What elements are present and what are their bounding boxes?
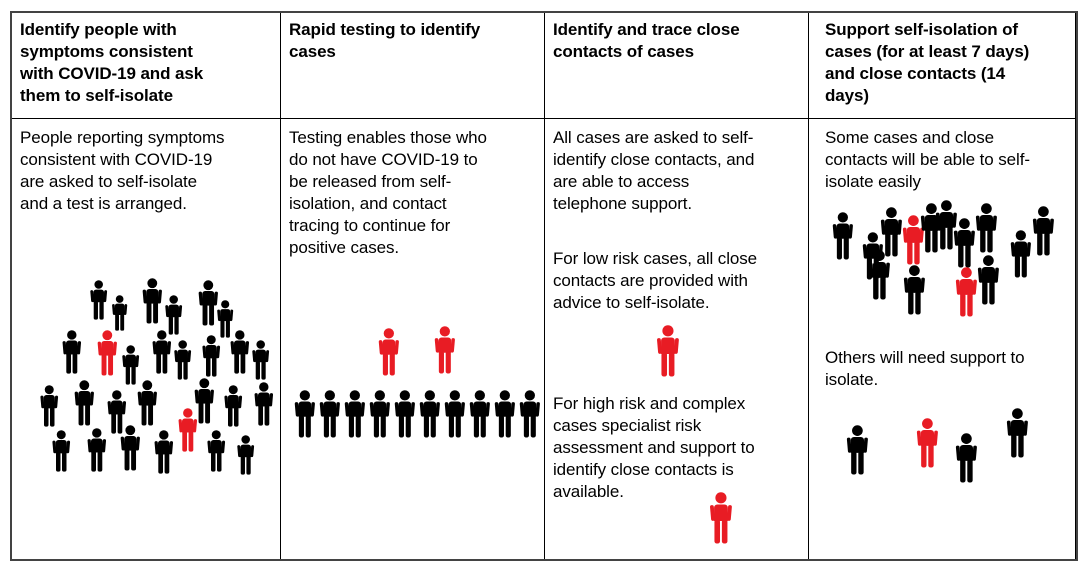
person-red-icon [900, 215, 927, 265]
person-black-icon [200, 335, 223, 377]
person-black-icon [442, 390, 468, 438]
trace-contacts-text-1: All cases are asked to self- identify cl… [553, 128, 755, 213]
person-black-icon [367, 390, 393, 438]
person-black-icon [933, 200, 960, 250]
person-black-icon [140, 278, 165, 324]
person-black-icon [150, 330, 174, 374]
person-red-icon [654, 325, 682, 377]
person-black-icon [901, 265, 928, 315]
column-header-trace-contacts: Identify and trace close contacts of cas… [545, 13, 808, 118]
person-black-icon [860, 232, 886, 280]
person-black-icon [163, 295, 184, 335]
column-header-rapid-testing: Rapid testing to identify cases [281, 13, 544, 118]
person-black-icon [467, 390, 493, 438]
trace-contacts-text-3: For high risk and complex cases speciali… [553, 394, 755, 501]
person-black-icon [1004, 408, 1031, 458]
person-black-icon [152, 430, 176, 474]
person-black-icon [120, 345, 141, 385]
person-black-icon [866, 250, 893, 300]
column-body-rapid-testing: Testing enables those who do not have CO… [281, 119, 544, 559]
support-isolation-text-2: Others will need support to isolate. [825, 348, 1025, 389]
person-black-icon [953, 433, 980, 483]
person-black-icon [118, 425, 143, 471]
column-header-support-isolation: Support self-isolation of cases (for at … [809, 13, 1075, 118]
person-black-icon [517, 390, 543, 438]
person-black-icon [192, 378, 217, 424]
person-black-icon [88, 280, 109, 320]
person-black-icon [60, 330, 84, 374]
person-black-icon [492, 390, 518, 438]
person-black-icon [110, 295, 129, 331]
person-black-icon [72, 380, 97, 426]
person-black-icon [105, 390, 129, 434]
person-black-icon [1008, 230, 1034, 278]
person-black-icon [951, 218, 978, 268]
person-black-icon [317, 390, 343, 438]
person-black-icon [205, 430, 228, 472]
person-black-icon [228, 330, 252, 374]
identify-symptoms-text: People reporting symptoms consistent wit… [20, 128, 225, 213]
person-black-icon [918, 203, 945, 253]
process-table: Identify people with symptoms consistent… [10, 11, 1078, 561]
person-black-icon [844, 425, 871, 475]
person-red-icon [432, 326, 458, 374]
column-body-identify-symptoms: People reporting symptoms consistent wit… [12, 119, 280, 559]
person-black-icon [172, 340, 193, 380]
person-black-icon [38, 385, 61, 427]
person-black-icon [50, 430, 73, 472]
person-black-icon [830, 212, 856, 260]
person-black-icon [222, 385, 245, 427]
person-red-icon [176, 408, 200, 452]
column-body-trace-contacts: All cases are asked to self- identify cl… [545, 119, 808, 559]
person-black-icon [235, 435, 256, 475]
person-black-icon [292, 390, 318, 438]
person-black-icon [1030, 206, 1057, 256]
column-body-support-isolation: Some cases and close contacts will be ab… [809, 119, 1075, 559]
person-black-icon [342, 390, 368, 438]
column-header-identify-symptoms: Identify people with symptoms consistent… [12, 13, 280, 118]
person-black-icon [85, 428, 109, 472]
person-black-icon [417, 390, 443, 438]
person-red-icon [376, 328, 402, 376]
person-black-icon [215, 300, 235, 338]
person-black-icon [135, 380, 160, 426]
person-black-icon [975, 255, 1002, 305]
rapid-testing-text: Testing enables those who do not have CO… [289, 128, 487, 257]
trace-contacts-text-2: For low risk cases, all close contacts a… [553, 249, 757, 312]
support-isolation-text-1: Some cases and close contacts will be ab… [825, 128, 1030, 191]
person-black-icon [252, 382, 276, 426]
person-black-icon [973, 203, 1000, 253]
person-black-icon [250, 340, 271, 380]
person-red-icon [914, 418, 941, 468]
person-black-icon [392, 390, 418, 438]
person-red-icon [95, 330, 120, 376]
person-black-icon [878, 207, 905, 257]
person-black-icon [196, 280, 221, 326]
person-red-icon [953, 267, 980, 317]
